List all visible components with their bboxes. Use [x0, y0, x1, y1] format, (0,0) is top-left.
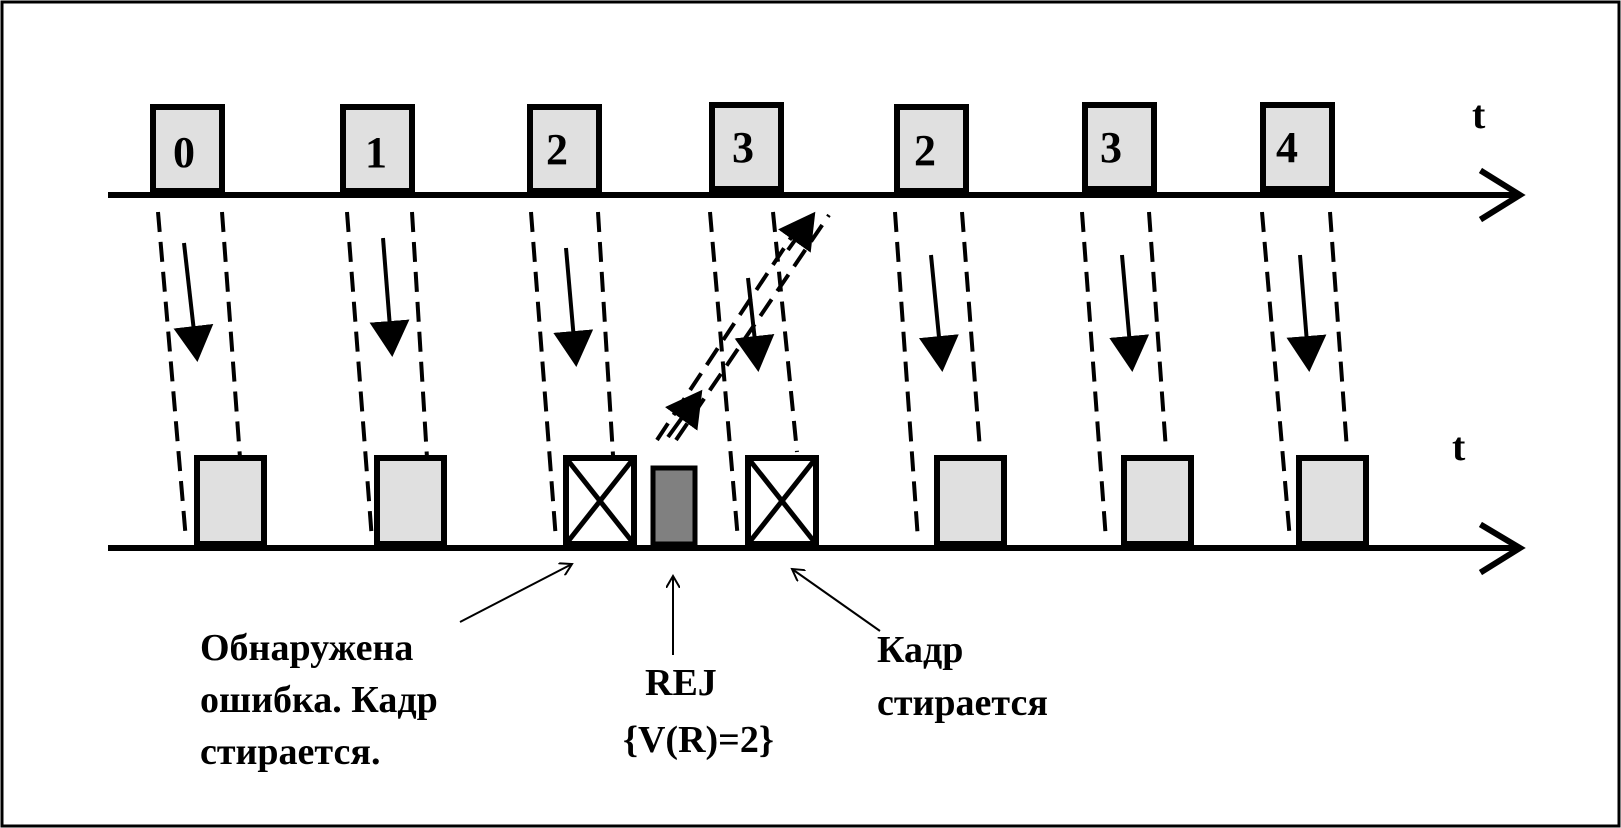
receiver-frame: [1296, 455, 1369, 547]
sender-frame-label: 2: [546, 125, 568, 174]
rej-annotation-line: {V(R)=2}: [623, 719, 774, 761]
receiver-frame: [1121, 455, 1194, 547]
sender-frame-label: 4: [1276, 123, 1298, 172]
erased-annotation-line: Кадр: [877, 629, 963, 671]
receiver-axis-label: t: [1452, 424, 1466, 469]
receiver-frame: [934, 455, 1007, 547]
sender-frame-label: 3: [1100, 123, 1122, 172]
receiver-frame: [194, 455, 267, 547]
sender-frame: 3: [709, 102, 784, 192]
error-annotation: Обнаружена ошибка. Кадр стирается.: [200, 627, 447, 773]
rej-annotation: REJ {V(R)=2}: [623, 662, 774, 761]
rej-annotation-line: REJ: [645, 662, 717, 704]
sender-frame-label: 2: [914, 126, 936, 175]
transfer-4: [893, 211, 982, 541]
transfer-6: [1260, 211, 1349, 541]
error-annotation-line: ошибка. Кадр: [200, 679, 438, 721]
receiver-frame-erased: [745, 455, 819, 547]
sender-frame: 1: [340, 104, 415, 194]
sender-frame: 3: [1082, 102, 1157, 192]
sender-frame: 2: [527, 104, 602, 194]
sender-frame-label: 1: [365, 128, 387, 177]
erased-pointer: [792, 569, 881, 632]
erased-annotation: Кадр стирается: [877, 629, 1048, 724]
receiver-timeline: t: [108, 424, 1526, 576]
sender-axis-label: t: [1472, 92, 1486, 137]
rej-frame: [650, 465, 698, 547]
sender-frame: 2: [894, 104, 969, 194]
sender-frame: 4: [1260, 102, 1335, 192]
error-annotation-line: стирается.: [200, 731, 380, 773]
sender-frame-label: 0: [173, 128, 195, 177]
sender-frame: 0: [150, 104, 225, 194]
receiver-frame: [374, 455, 447, 547]
erased-annotation-line: стирается: [877, 682, 1048, 724]
transfer-5: [1080, 211, 1168, 541]
error-pointer: [459, 564, 572, 623]
receiver-frame-erased: [563, 455, 637, 547]
transfer-3: [708, 211, 799, 541]
rej-feedback: [655, 211, 831, 442]
sender-timeline: t: [108, 92, 1526, 223]
error-annotation-line: Обнаружена: [200, 627, 413, 669]
sender-frame-label: 3: [732, 123, 754, 172]
